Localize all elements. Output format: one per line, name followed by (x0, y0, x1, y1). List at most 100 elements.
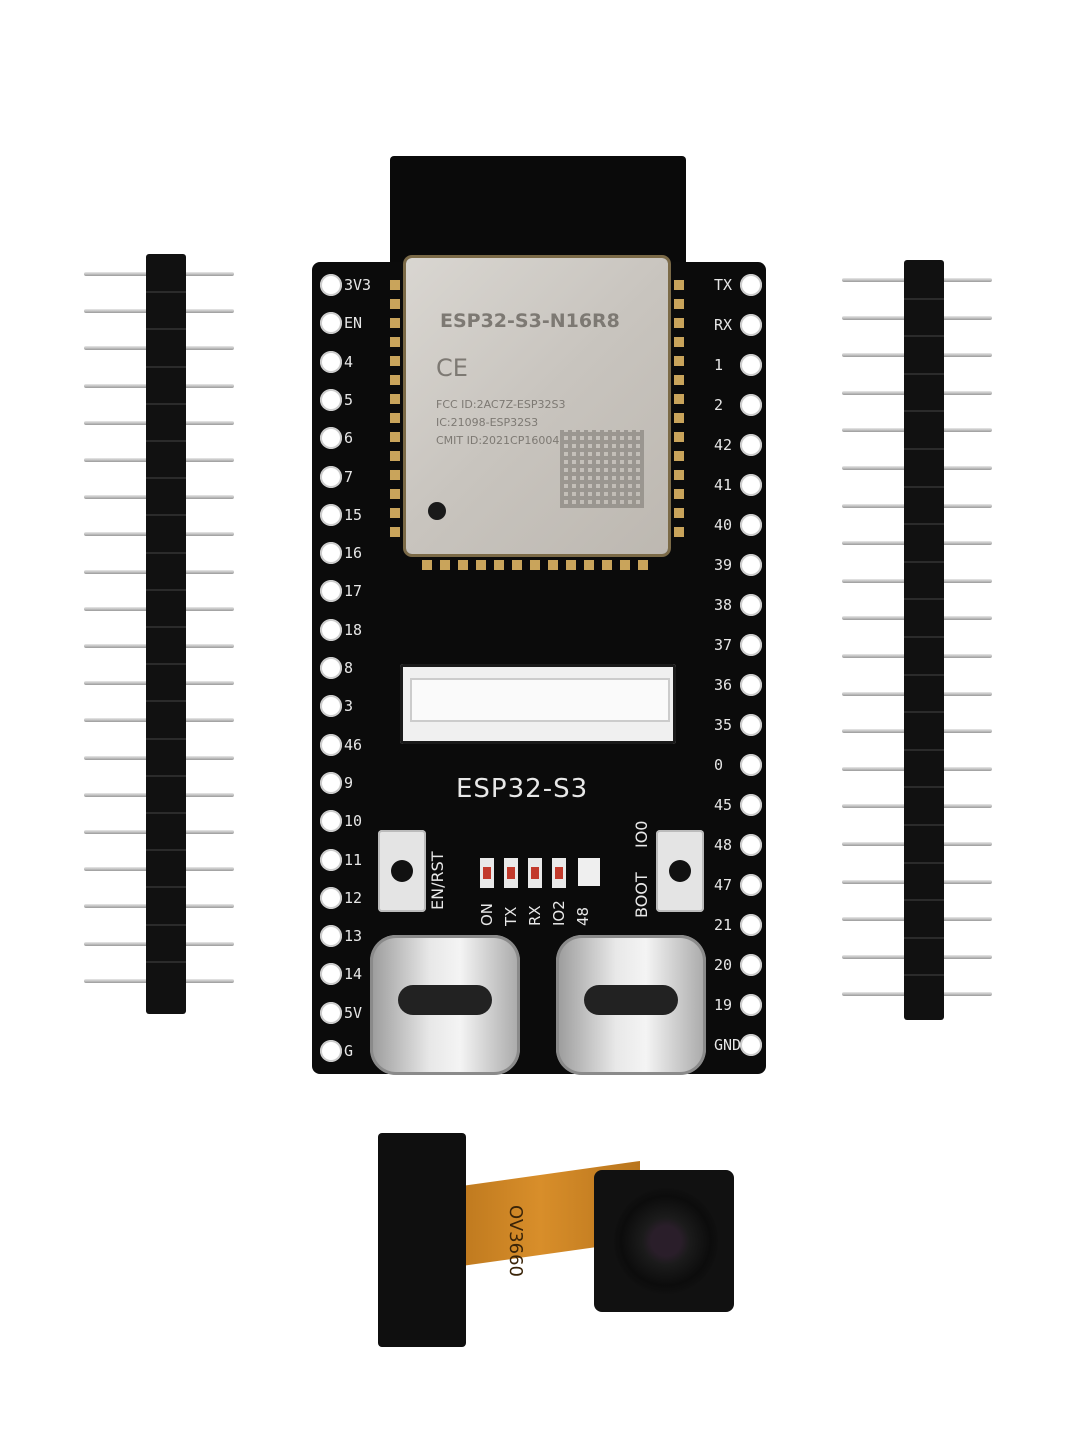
pin-label: 15 (344, 505, 363, 524)
pin-hole (740, 634, 762, 656)
pin-label: TX (714, 276, 733, 294)
module-pad (390, 394, 400, 404)
pin-hole (320, 503, 342, 526)
pin-hole (740, 434, 762, 456)
module-pad (390, 413, 400, 423)
header-segment (904, 673, 944, 676)
camera-ffc-connector (400, 664, 676, 744)
right-pin-header (842, 260, 992, 1020)
header-segment (904, 297, 944, 300)
module-pad (674, 432, 684, 442)
pin-hole (320, 274, 342, 296)
module-pad (390, 451, 400, 461)
qr-code (560, 430, 644, 508)
header-segment (146, 291, 186, 294)
pin-hole (740, 354, 762, 376)
header-segment (904, 598, 944, 601)
boot-io-label: IO0 (632, 820, 651, 849)
module-pad (602, 560, 612, 570)
header-segment (146, 737, 186, 740)
pin-label: 38 (714, 596, 733, 614)
pin-hole (740, 954, 762, 976)
header-segment (146, 774, 186, 777)
header-segment (904, 748, 944, 751)
module-pad (440, 560, 450, 570)
module-pad (638, 560, 648, 570)
header-segment (146, 812, 186, 814)
boot-button-label: BOOT (632, 872, 651, 918)
pin-hole (740, 834, 762, 856)
status-led (480, 858, 494, 888)
camera-connector-stiffener (378, 1133, 466, 1347)
pin-label: 5 (344, 390, 354, 409)
pin-hole (320, 848, 342, 871)
pin1-dot (428, 502, 446, 520)
module-pad (390, 356, 400, 366)
header-segment (904, 786, 944, 789)
status-led (504, 858, 518, 888)
pin-label: 46 (344, 735, 363, 754)
module-pad (390, 508, 400, 518)
header-segment (146, 514, 186, 517)
pin-hole (740, 554, 762, 576)
header-segment (904, 936, 944, 939)
pin-label: 21 (714, 916, 733, 934)
module-pad (422, 560, 432, 570)
led-label: IO2 (550, 900, 568, 926)
fcc-id-label: FCC ID:2AC7Z-ESP32S3 (436, 398, 566, 411)
module-pad (390, 337, 400, 347)
module-pad (566, 560, 576, 570)
pin-label: 41 (714, 476, 733, 494)
reset-button[interactable] (378, 830, 426, 912)
module-pad (458, 560, 468, 570)
led-label: ON (478, 902, 496, 926)
module-pad (674, 470, 684, 480)
pin-hole (320, 1040, 342, 1062)
module-pad (390, 470, 400, 480)
camera-label: OV3660 (505, 1205, 526, 1277)
led-label: RX (526, 905, 544, 926)
module-pad (476, 560, 486, 570)
pin-label: 10 (344, 812, 363, 831)
pin-label: 11 (344, 850, 363, 869)
usb-c-port-right[interactable] (556, 935, 706, 1075)
usb-c-port-left[interactable] (370, 935, 520, 1075)
pin-hole (320, 1001, 342, 1024)
pin-label: G (344, 1042, 354, 1060)
pin-hole (740, 594, 762, 616)
module-pad (548, 560, 558, 570)
camera-lens (614, 1188, 718, 1294)
pin-hole (740, 714, 762, 736)
status-led (552, 858, 566, 888)
header-segment (904, 899, 944, 902)
pin-label: 2 (714, 396, 724, 414)
header-segment (146, 365, 186, 368)
header-segment (904, 448, 944, 450)
pin-hole (320, 312, 342, 335)
pin-label: 20 (714, 956, 733, 974)
header-segment (904, 974, 944, 977)
boot-button[interactable] (656, 830, 704, 912)
module-pad (390, 280, 400, 290)
header-segment (904, 410, 944, 413)
pin-label: 0 (714, 756, 724, 774)
module-pad (674, 489, 684, 499)
header-segment (146, 440, 186, 442)
header-segment (904, 485, 944, 488)
led-label: TX (502, 906, 520, 926)
pin-label: 12 (344, 888, 363, 907)
pin-label: 47 (714, 876, 733, 894)
module-pad (494, 560, 504, 570)
pin-label: 8 (344, 659, 354, 677)
header-segment (904, 861, 944, 864)
status-led (528, 858, 542, 888)
pin-label: 48 (714, 836, 733, 854)
pin-hole (740, 314, 762, 336)
header-segment (904, 636, 944, 638)
pin-hole (740, 794, 762, 816)
header-segment (146, 700, 186, 703)
pin-label: 1 (714, 356, 724, 374)
pin-label: RX (714, 316, 733, 334)
module-pad (674, 318, 684, 328)
pin-label: 42 (714, 436, 733, 454)
